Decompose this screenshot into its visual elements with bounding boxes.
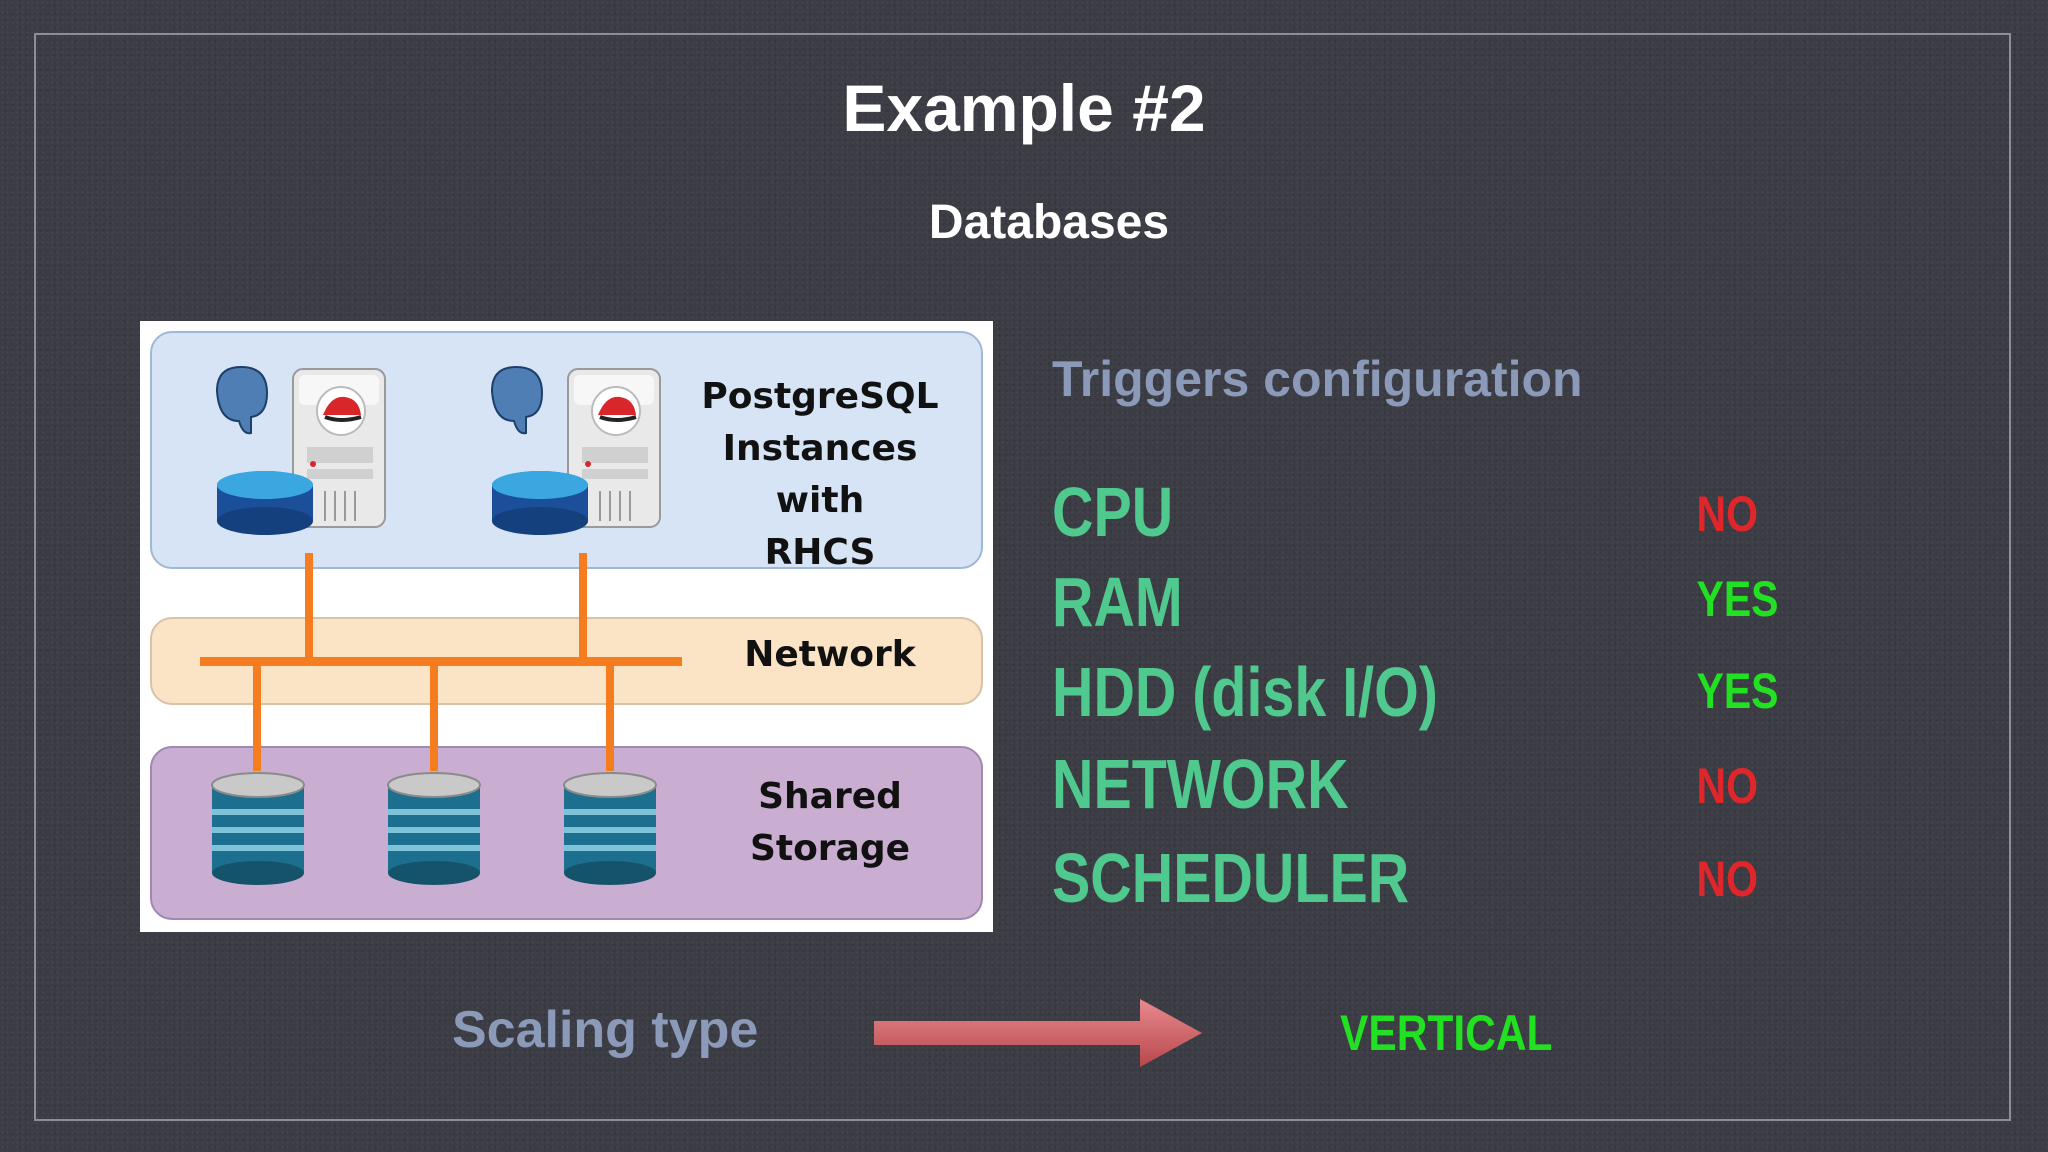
network-bus (200, 657, 682, 666)
storage-tier-label: Shared Storage (740, 771, 920, 875)
label-line: Storage (749, 828, 911, 869)
triggers-heading: Triggers configuration (1052, 351, 1583, 407)
slide-subtitle: Databases (928, 196, 1170, 249)
wire (253, 661, 261, 771)
storage-disk-icon (563, 772, 657, 885)
scaling-type-value: VERTICAL (1340, 1005, 1553, 1061)
wire (430, 661, 438, 771)
postgres-server-icon (490, 365, 661, 535)
wire (606, 661, 614, 771)
trigger-value: YES (1696, 571, 1779, 627)
slide-title: Example #2 (842, 71, 1206, 145)
architecture-diagram: PostgreSQL Instances with RHCS Network S… (140, 321, 993, 932)
trigger-name: RAM (1052, 563, 1183, 641)
label-line: RHCS (764, 532, 876, 573)
scaling-type-label: Scaling type (452, 1001, 759, 1059)
trigger-value: YES (1696, 663, 1779, 719)
trigger-value: NO (1696, 486, 1758, 542)
database-tier-label: PostgreSQL Instances with RHCS (680, 371, 960, 579)
trigger-value: NO (1696, 758, 1758, 814)
trigger-name: SCHEDULER (1052, 839, 1410, 917)
trigger-value: NO (1696, 851, 1758, 907)
wire (579, 553, 587, 661)
label-line: Shared (758, 776, 902, 817)
storage-disk-icon (211, 772, 305, 885)
storage-disk-icon (387, 772, 481, 885)
trigger-name: NETWORK (1052, 745, 1349, 823)
postgres-server-icon (215, 365, 386, 535)
trigger-name: CPU (1052, 473, 1174, 551)
right-arrow-icon (874, 999, 1202, 1067)
label-line: PostgreSQL (701, 376, 939, 417)
wire (305, 553, 313, 661)
label-line: Instances with (722, 428, 918, 521)
network-tier-label: Network (744, 634, 916, 675)
trigger-name: HDD (disk I/O) (1052, 653, 1438, 731)
slide-frame (34, 33, 2011, 1121)
